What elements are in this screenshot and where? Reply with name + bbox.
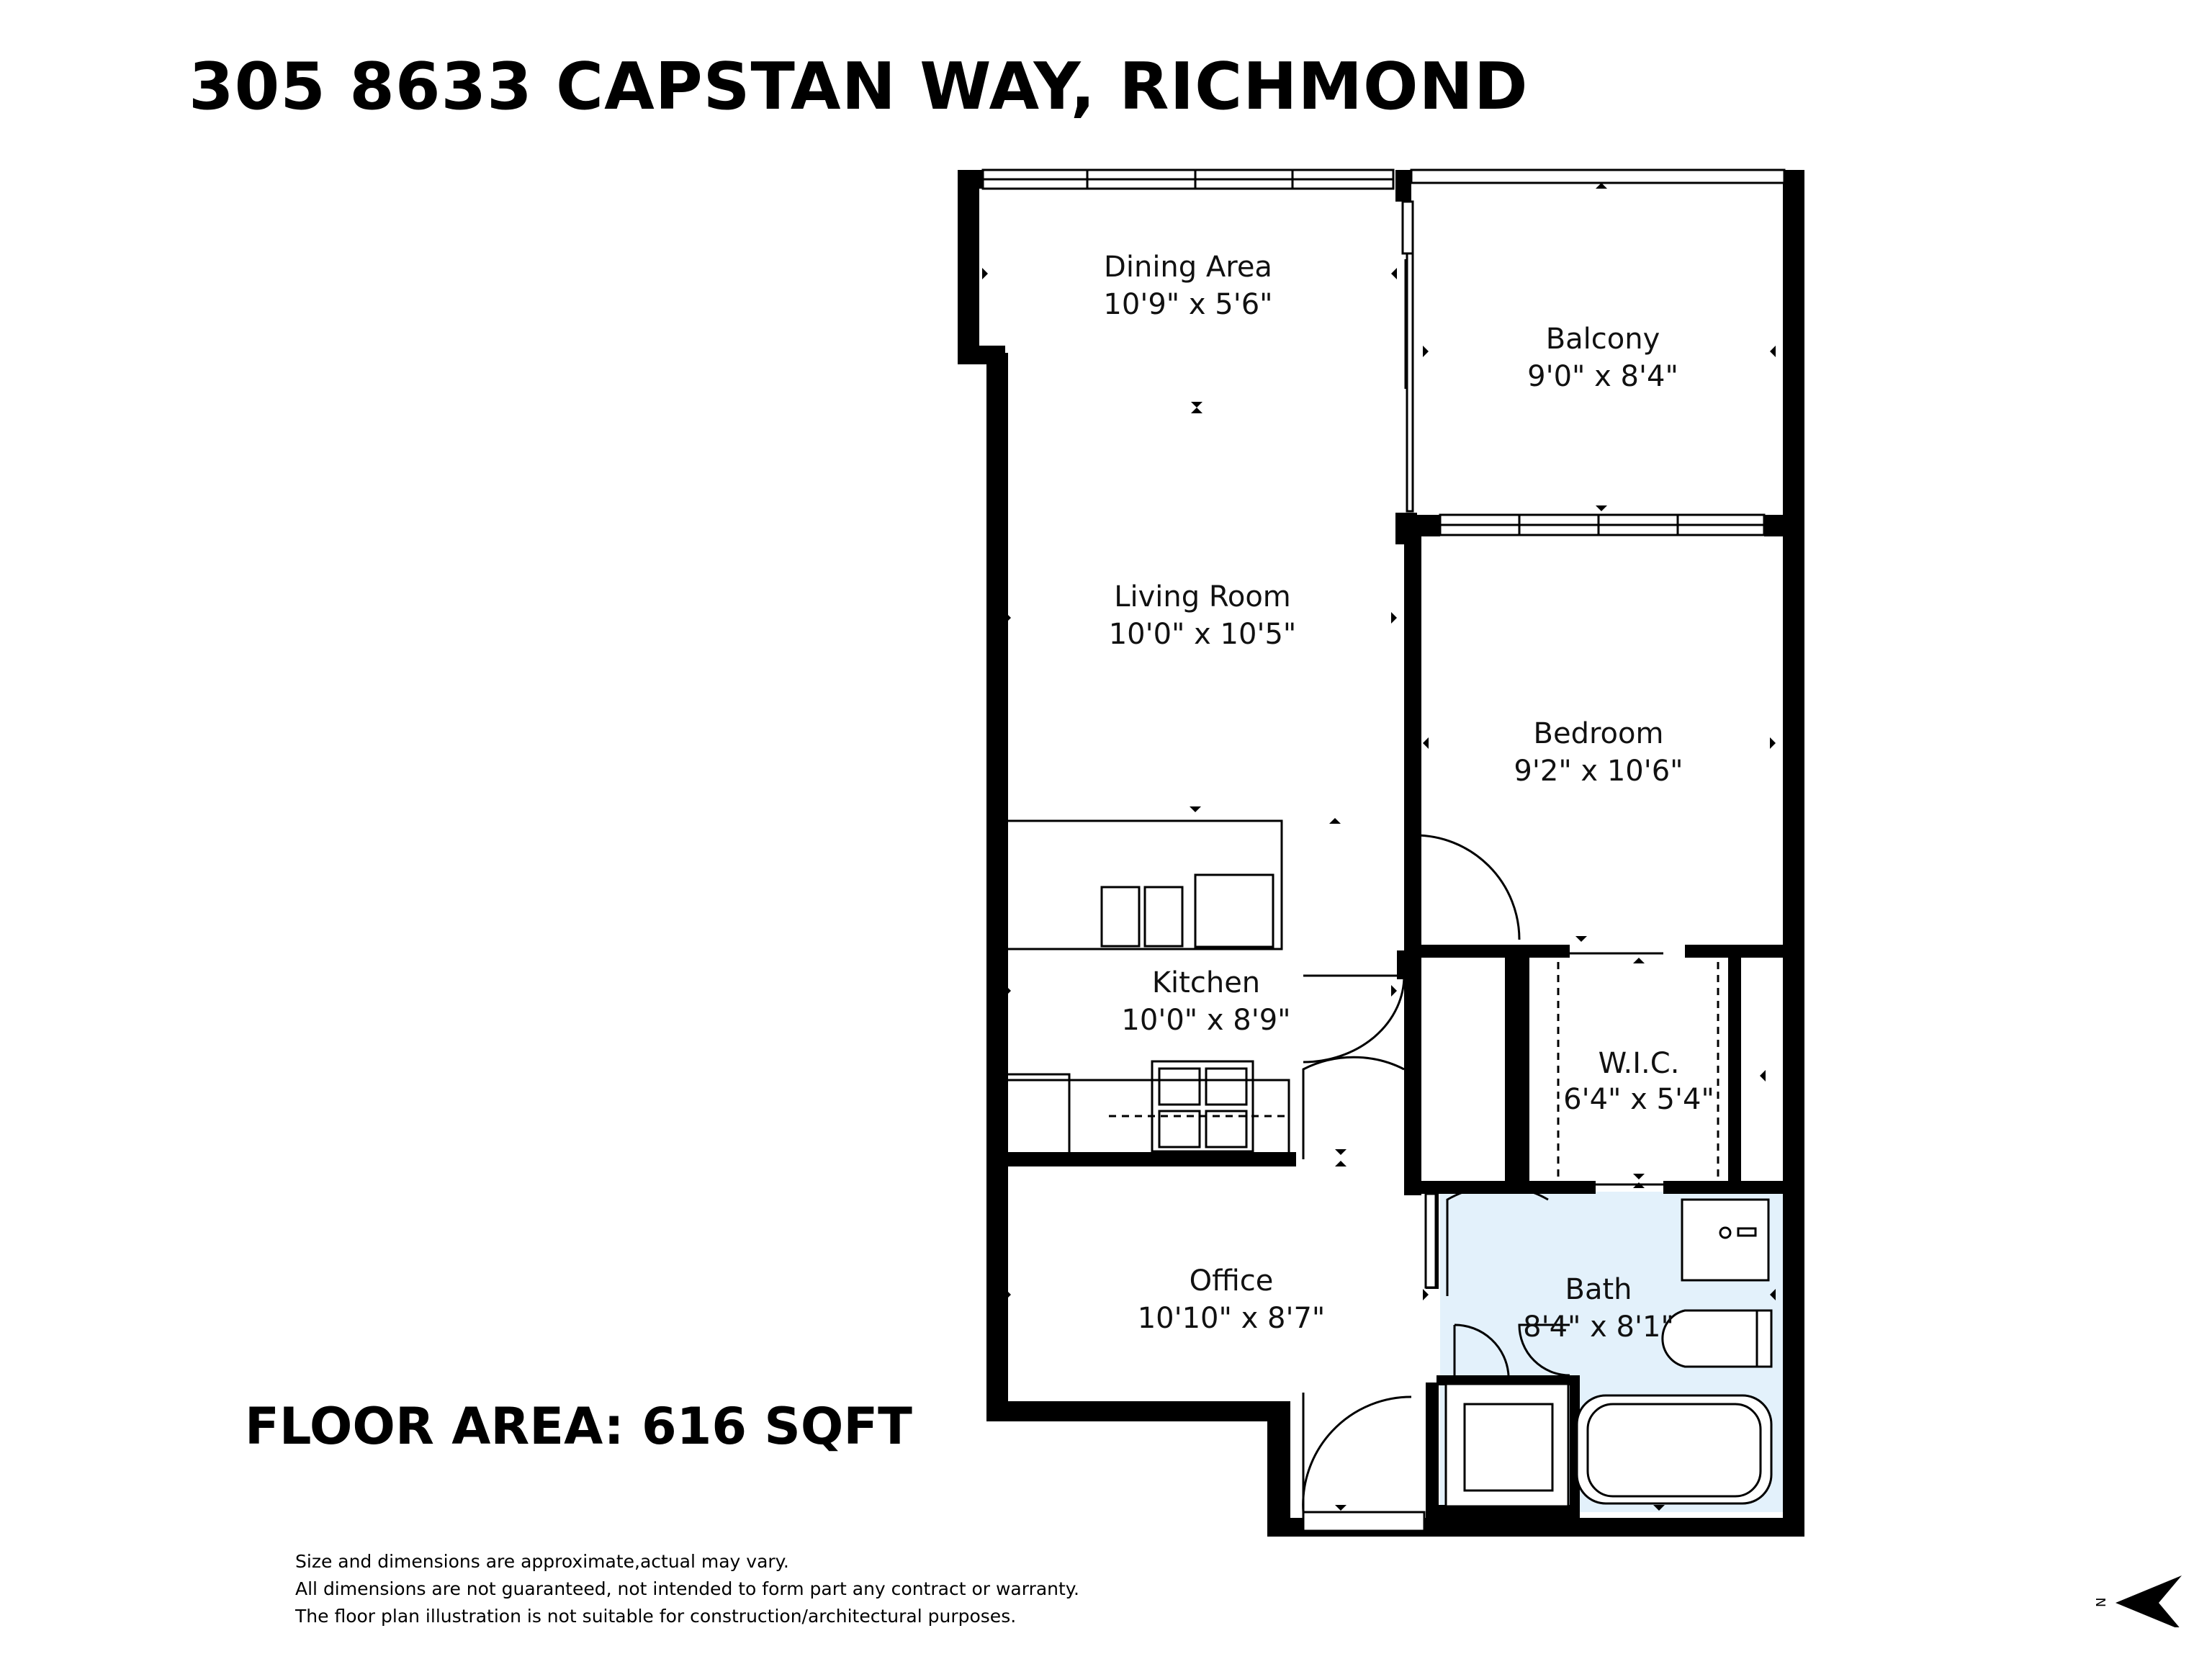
dimension-markers	[982, 183, 1776, 1511]
dining-name: Dining Area	[1104, 251, 1272, 284]
dining-dims: 10'9" x 5'6"	[1103, 288, 1272, 321]
doors	[1302, 834, 1570, 1532]
kitchen-counters	[1008, 819, 1290, 1153]
bedroom-dims: 9'2" x 10'6"	[1514, 755, 1683, 788]
wic-name: W.I.C.	[1599, 1047, 1680, 1080]
balcony-sliding-door	[1401, 200, 1414, 513]
north-arrow-icon: N	[2094, 1575, 2182, 1627]
north-label: N	[2094, 1598, 2109, 1607]
kitchen-name: Kitchen	[1152, 966, 1260, 999]
disclaimer-line: All dimensions are not guaranteed, not i…	[295, 1578, 1079, 1599]
floor-area: FLOOR AREA: 616 SQFT	[245, 1397, 912, 1456]
office-window	[1424, 1192, 1437, 1289]
wic-shelving	[1557, 952, 1719, 1186]
balcony-railing	[1410, 168, 1786, 184]
disclaimer-line: The floor plan illustration is not suita…	[295, 1606, 1017, 1627]
wic-dims: 6'4" x 5'4"	[1563, 1083, 1714, 1116]
window-bedroom	[1439, 513, 1766, 536]
balcony-dims: 9'0" x 8'4"	[1527, 360, 1678, 393]
bath-dims: 8'4" x 8'1"	[1523, 1310, 1674, 1344]
office-name: Office	[1190, 1264, 1274, 1298]
office-dims: 10'10" x 8'7"	[1138, 1302, 1326, 1335]
disclaimer-line: Size and dimensions are approximate,actu…	[295, 1551, 789, 1572]
bedroom-name: Bedroom	[1534, 717, 1664, 750]
bath-name: Bath	[1565, 1273, 1632, 1306]
living-dims: 10'0" x 10'5"	[1109, 618, 1297, 651]
living-name: Living Room	[1114, 580, 1291, 613]
bath-fixtures	[1444, 1198, 1773, 1508]
disclaimer: Size and dimensions are approximate,actu…	[295, 1548, 1079, 1630]
balcony-name: Balcony	[1546, 323, 1660, 356]
interior-walls	[1001, 945, 1793, 1527]
window-top-left	[981, 168, 1395, 190]
page-title: 305 8633 CAPSTAN WAY, RICHMOND	[189, 49, 1529, 125]
kitchen-dims: 10'0" x 8'9"	[1121, 1004, 1290, 1037]
